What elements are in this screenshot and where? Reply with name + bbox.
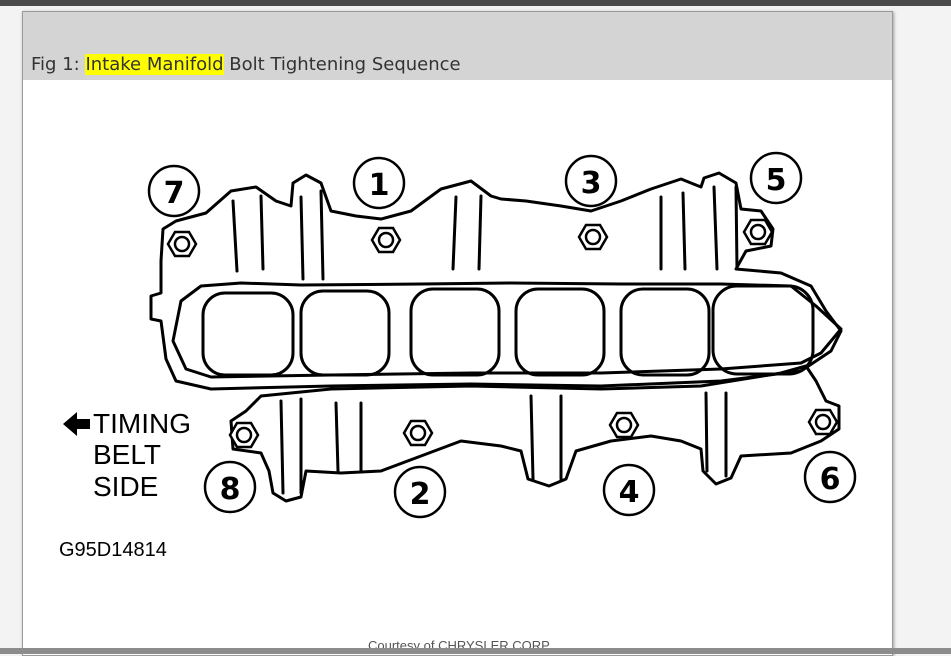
sequence-callout-4: 4 bbox=[602, 463, 656, 517]
side-label-line-1: TIMING bbox=[93, 408, 191, 439]
sequence-callout-7: 7 bbox=[147, 164, 201, 218]
figure-code: G95D14814 bbox=[59, 539, 167, 561]
intake-port-3 bbox=[409, 287, 501, 377]
caption-bar: Fig 1: Intake Manifold Bolt Tightening S… bbox=[23, 12, 892, 80]
bolt-head-4 bbox=[608, 411, 640, 439]
sequence-callout-1: 1 bbox=[352, 156, 406, 210]
arrow-left-icon bbox=[63, 412, 90, 436]
sequence-number: 2 bbox=[410, 477, 431, 512]
figure-caption: Fig 1: Intake Manifold Bolt Tightening S… bbox=[31, 54, 461, 75]
sequence-callout-6: 6 bbox=[803, 450, 857, 504]
upper-manifold-outline bbox=[149, 171, 843, 391]
lower-manifold-outline bbox=[229, 364, 841, 503]
bolt-head-6 bbox=[807, 408, 839, 436]
sequence-callout-5: 5 bbox=[749, 151, 803, 205]
sequence-number: 8 bbox=[220, 472, 241, 507]
sequence-number: 5 bbox=[766, 163, 787, 198]
window-top-bar bbox=[0, 0, 951, 6]
intake-port-4 bbox=[514, 287, 606, 377]
side-label-line-2: BELT bbox=[93, 439, 161, 470]
bolt-head-8 bbox=[228, 421, 260, 449]
intake-manifold-diagram: 1 2 3 4 5 6 7 8 TIMING BELT SIDE G95D148… bbox=[59, 151, 857, 561]
intake-port-1 bbox=[201, 291, 295, 377]
caption-suffix: Bolt Tightening Sequence bbox=[223, 54, 461, 75]
bolt-head-2 bbox=[402, 419, 434, 447]
bolt-head-5 bbox=[742, 218, 774, 246]
bolt-head-1 bbox=[370, 226, 402, 254]
sequence-callout-8: 8 bbox=[203, 460, 257, 514]
intake-port-5 bbox=[619, 287, 711, 377]
window-bottom-strip bbox=[0, 648, 951, 654]
sequence-callout-2: 2 bbox=[393, 465, 447, 519]
bolt-head-3 bbox=[577, 223, 609, 251]
sequence-number: 6 bbox=[820, 462, 841, 497]
sequence-number: 4 bbox=[619, 475, 640, 510]
caption-highlight: Intake Manifold bbox=[85, 54, 224, 75]
intake-port-6 bbox=[711, 284, 815, 376]
sequence-number: 1 bbox=[369, 168, 390, 203]
port-flange bbox=[171, 281, 843, 379]
bolt-head-7 bbox=[166, 230, 198, 258]
caption-prefix: Fig 1: bbox=[31, 54, 86, 75]
figure-panel: Fig 1: Intake Manifold Bolt Tightening S… bbox=[22, 11, 893, 656]
sequence-callout-3: 3 bbox=[564, 154, 618, 208]
intake-port-2 bbox=[299, 289, 391, 377]
sequence-number: 7 bbox=[164, 176, 185, 211]
sequence-number: 3 bbox=[581, 166, 602, 201]
side-label-line-3: SIDE bbox=[93, 471, 158, 502]
